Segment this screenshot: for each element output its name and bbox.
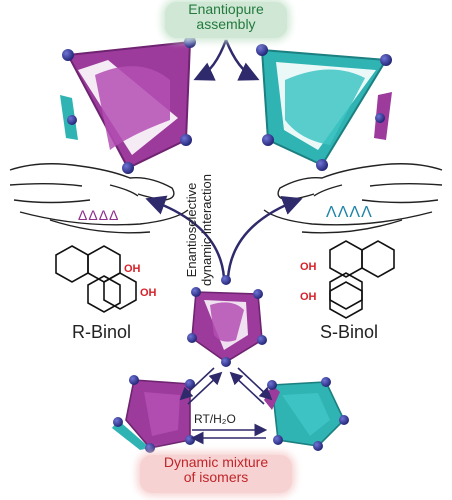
cage-bottom-left [112,375,195,453]
left-hand-outline [9,163,189,234]
enantiopure-assembly-label: Enantiopure assembly [165,2,287,38]
arrow-to-left-hand [145,195,226,279]
r-binol-structure [55,245,137,313]
cage-delta-top [60,36,196,174]
cage-lambda-top [256,44,392,171]
cage-bottom-right [264,377,349,451]
top-label-line-1: Enantiopure [188,1,264,17]
arrow-to-right-hand [226,195,303,279]
bottom-label-line-1: Dynamic mixture [163,454,269,470]
s-binol-oh-top: OH [300,261,317,273]
top-label-line-2: assembly [196,15,256,32]
middle-label-line-1: Enantioselective [184,182,199,278]
arrow-to-delta-top [193,39,228,81]
r-binol-oh-bottom: OH [140,287,157,299]
bottom-label-line-2: of isomers [183,468,249,485]
dynamic-mixture-label: Dynamic mixture of isomers [140,455,292,493]
s-binol-label: S-Binol [320,322,379,342]
lambda-marks: ΛΛΛΛ [326,204,373,221]
right-hand-outline [263,163,443,234]
middle-label-line-2: dynamic interaction [199,174,214,286]
equilibrium-arrows [179,367,273,445]
s-binol-oh-bottom: OH [300,291,317,303]
r-binol-oh-top: OH [124,263,141,275]
arrow-to-lambda-top [224,39,260,81]
cage-central [187,275,267,367]
r-binol-label: R-Binol [72,322,132,342]
s-binol-structure [329,240,395,319]
conditions-label: RT/H₂O [194,412,236,426]
delta-marks: ΔΔΔΔ [78,207,120,223]
